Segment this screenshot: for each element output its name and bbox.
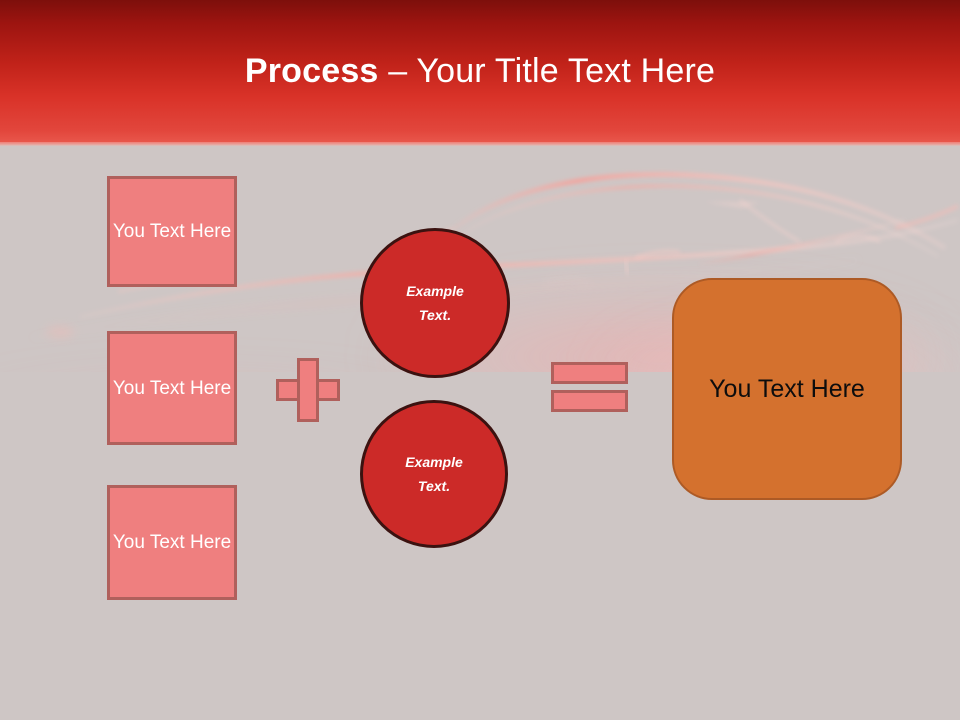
page-title: Process – Your Title Text Here bbox=[0, 50, 960, 92]
input-box-2[interactable]: You Text Here bbox=[107, 331, 237, 445]
input-box-2-label: You Text Here bbox=[112, 377, 232, 399]
example-circle-1-line1: Example bbox=[406, 283, 464, 299]
result-box[interactable]: You Text Here bbox=[672, 278, 902, 500]
equals-bottom-bar bbox=[551, 390, 628, 412]
example-circle-2-line2: Text. bbox=[417, 478, 451, 494]
title-band bbox=[0, 0, 960, 142]
result-box-label: You Text Here bbox=[709, 374, 865, 403]
example-circle-2-line1: Example bbox=[405, 454, 463, 470]
title-underline bbox=[0, 142, 960, 146]
plus-operator-icon bbox=[276, 358, 340, 422]
input-box-1-label: You Text Here bbox=[112, 221, 232, 242]
page-title-strong: Process bbox=[244, 52, 379, 90]
page-title-rest: – Your Title Text Here bbox=[378, 52, 716, 90]
example-circle-1-line2: Text. bbox=[418, 307, 452, 323]
input-box-3-label: You Text Here bbox=[112, 532, 232, 553]
input-box-1[interactable]: You Text Here bbox=[107, 176, 237, 287]
input-box-3[interactable]: You Text Here bbox=[107, 485, 237, 600]
equals-operator-icon bbox=[551, 362, 628, 412]
equals-top-bar bbox=[551, 362, 628, 384]
plus-center-fill bbox=[300, 382, 316, 398]
